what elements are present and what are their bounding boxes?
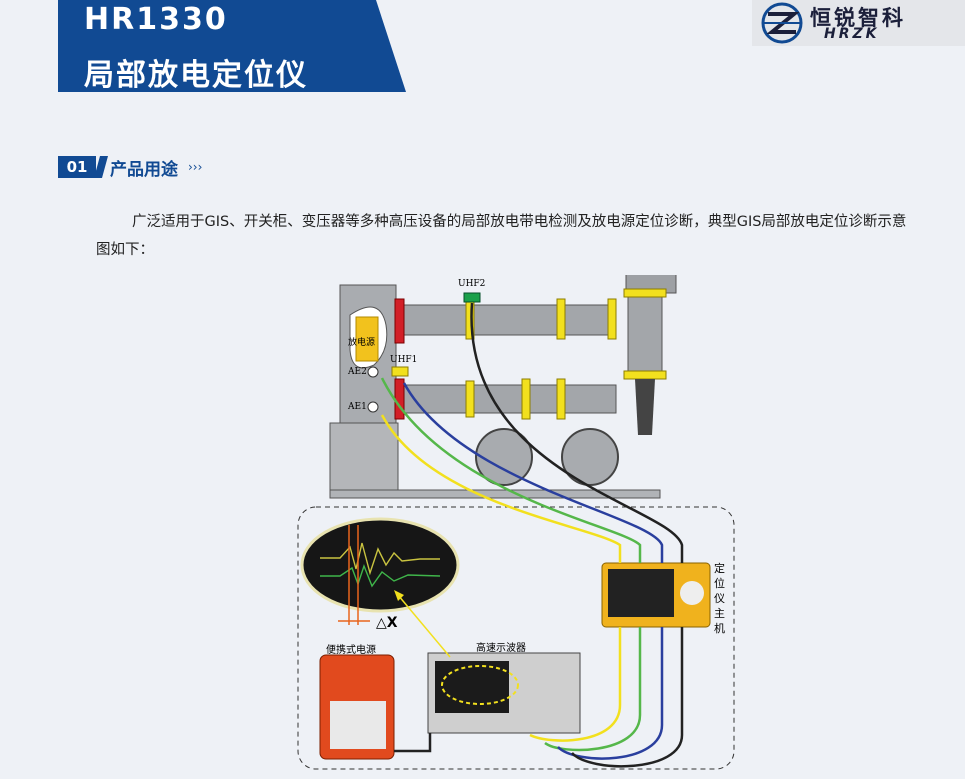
discharge-source-block bbox=[355, 316, 379, 362]
header-banner: HR1330 局部放电定位仪 bbox=[58, 0, 406, 93]
label-uhf1: UHF1 bbox=[390, 355, 418, 365]
description-paragraph: 广泛适用于GIS、开关柜、变压器等多种高压设备的局部放电带电检测及放电源定位诊断… bbox=[96, 214, 907, 258]
section-number: 01 bbox=[58, 156, 96, 178]
section-title: 产品用途 bbox=[110, 160, 178, 180]
section-arrows: ››› bbox=[188, 160, 203, 174]
brand-name-cn: 恒锐智科 bbox=[810, 6, 906, 30]
label-discharge-source: 放电源 bbox=[348, 338, 376, 348]
tank-right bbox=[561, 428, 619, 486]
label-delta-x: △X bbox=[376, 615, 398, 631]
label-power: 便携式电源 bbox=[326, 645, 376, 656]
ae1-sensor-icon bbox=[367, 401, 379, 413]
label-oscilloscope: 高速示波器 bbox=[476, 643, 526, 654]
gis-diagram-drawing bbox=[297, 244, 735, 770]
label-host: 定位仪主机 bbox=[714, 562, 725, 635]
brand-logo: 恒锐智科 HRZK bbox=[752, 0, 965, 46]
gis-base-box bbox=[329, 422, 399, 494]
insulator bbox=[635, 379, 655, 435]
label-uhf2: UHF2 bbox=[458, 279, 486, 289]
lower-pipe bbox=[395, 384, 617, 414]
gis-diagram: 放电源 AE2 AE1 UHF1 UHF2 定位仪主机 高速示波器 便携式电源 … bbox=[290, 244, 740, 775]
label-ae2: AE2 bbox=[348, 367, 367, 377]
banner-shape bbox=[58, 0, 406, 92]
waveform-zoom bbox=[300, 517, 460, 613]
upper-pipe bbox=[395, 304, 617, 336]
host-screen bbox=[608, 569, 674, 617]
model-title: HR1330 bbox=[84, 2, 228, 37]
uhf2-sensor-icon bbox=[463, 292, 481, 303]
uhf1-sensor-icon bbox=[391, 366, 409, 377]
brand-name-en: HRZK bbox=[824, 26, 880, 42]
vertical-pipe bbox=[627, 292, 663, 378]
dashed-frame bbox=[297, 506, 735, 770]
tank-left bbox=[475, 428, 533, 486]
ground-rail bbox=[329, 489, 661, 499]
hrzk-logo-icon bbox=[761, 2, 803, 44]
label-ae1: AE1 bbox=[348, 402, 367, 412]
ae2-sensor-icon bbox=[367, 366, 379, 378]
product-name: 局部放电定位仪 bbox=[84, 58, 308, 93]
section-slash bbox=[94, 156, 108, 178]
